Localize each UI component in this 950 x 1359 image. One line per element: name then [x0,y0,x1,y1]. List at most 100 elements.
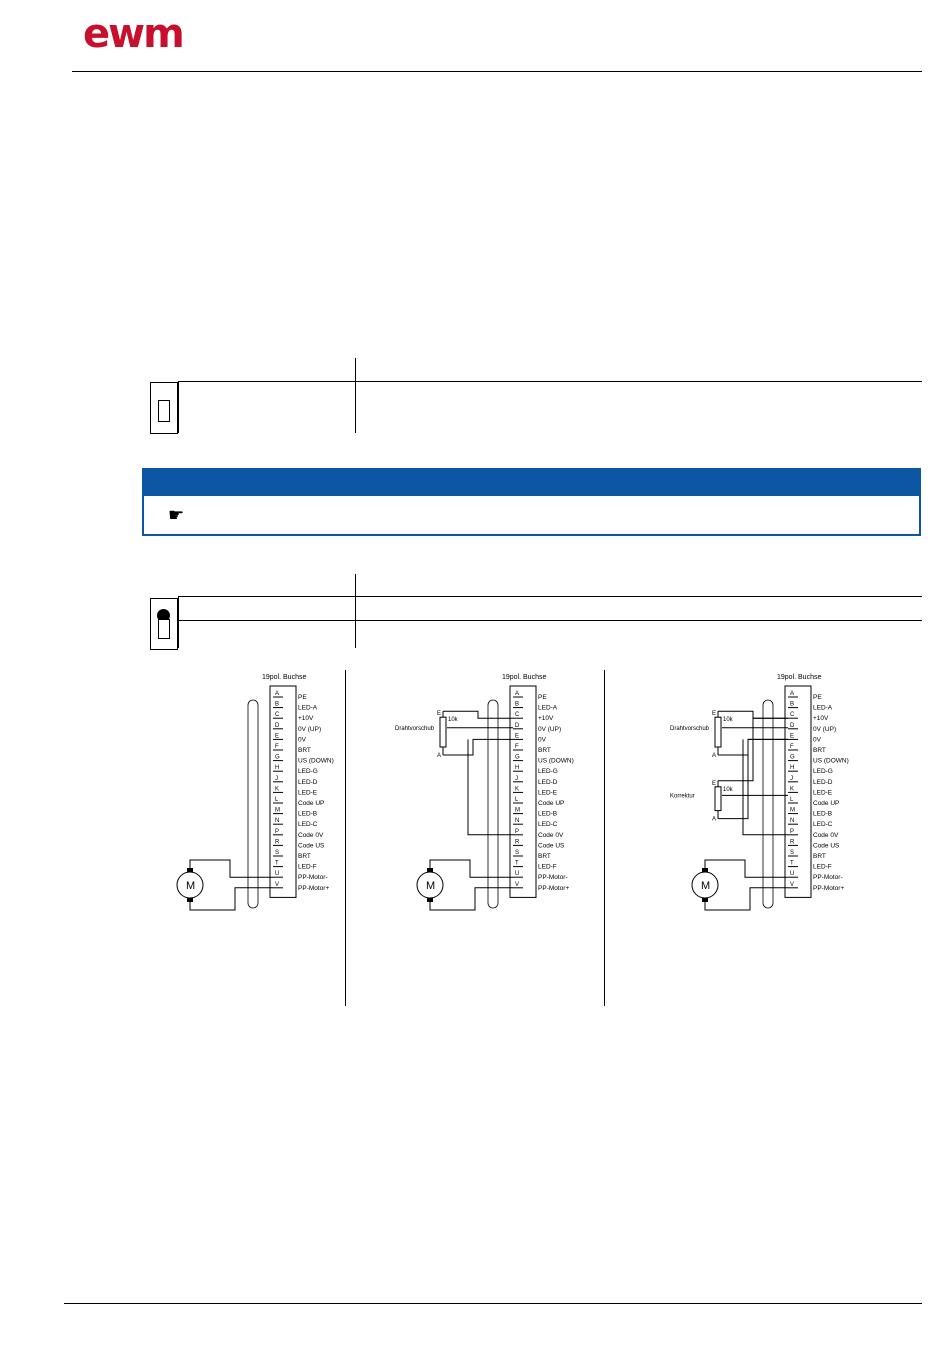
socket-outline [269,685,297,898]
signal-label: BRT [298,853,311,860]
signal-label: PE [538,694,547,701]
signal-label: PP-Motor+ [538,885,569,892]
signal-label: BRT [813,853,826,860]
pin-letter: V [515,882,519,888]
signal-label: Code 0V [298,832,324,839]
signal-label: LED-G [813,768,833,775]
pin-letter: J [515,776,518,782]
pin-letter: E [790,733,794,739]
signal-label: Code US [538,842,565,849]
signal-label: LED-B [813,811,832,818]
cable-outline [487,699,499,909]
socket-outline [509,685,537,898]
signal-label: LED-E [298,789,318,796]
pot-a-label: A [437,753,441,759]
pin-letter: V [275,882,279,888]
pot-value-label: 10k [723,787,734,793]
signal-label: PP-Motor- [813,874,843,881]
socket-title: 19pol. Buchse [262,674,306,681]
signal-label: BRT [298,747,311,754]
pin-letter: T [515,861,519,867]
switch-knob [157,609,170,622]
signal-label: LED-G [538,768,558,775]
pin-letter: K [790,786,794,792]
switch-lever [158,400,170,422]
pot-a-label: A [712,817,716,823]
signal-label: LED-F [298,864,317,871]
pin-letter: L [790,797,794,803]
signal-label: LED-C [813,821,833,828]
pin-letter: U [275,871,279,877]
pin-letter: M [790,808,795,814]
table1-left-edge [178,381,179,433]
motor-wire [704,887,788,911]
signal-label: Code 0V [538,832,564,839]
pin-letter: F [275,744,279,750]
pot-wire [718,738,788,820]
signal-label: LED-C [298,821,318,828]
pin-letter: J [790,776,793,782]
table2-rule-top [178,596,922,597]
signal-label: LED-D [298,779,318,786]
pot-wire [718,717,788,782]
diagram-separator-1 [345,670,346,1006]
motor-terminal [702,898,708,902]
signal-label: BRT [813,747,826,754]
signal-label: BRT [538,853,551,860]
pin-letter: H [275,765,279,771]
motor-terminal [427,868,433,872]
pot-e-label: E [712,711,716,717]
signal-label: LED-E [538,789,558,796]
table1-rule [178,381,922,382]
signal-label: LED-C [538,821,558,828]
motor-wire [704,859,788,878]
pin-letter: D [275,723,280,729]
pin-letter: K [275,786,279,792]
pot-e-label: E [712,781,716,787]
signal-label: US (DOWN) [813,758,849,765]
pot-wire [443,710,513,719]
signal-label: PP-Motor+ [813,885,844,892]
signal-label: PP-Motor- [538,874,568,881]
pin-letter: H [790,765,794,771]
table1-divider [355,358,356,433]
signal-label: LED-D [538,779,558,786]
pin-letter: K [515,786,519,792]
header-rule [72,71,922,72]
cable-outline [247,699,259,909]
motor-label: M [701,880,710,892]
motor-wire [429,859,513,878]
pin-letter: D [790,723,795,729]
pin-letter: N [275,818,279,824]
signal-label: Code UP [298,800,324,807]
signal-label: LED-A [813,705,833,712]
signal-label: 0V [298,736,307,743]
note-body: ☛ [142,496,921,536]
signal-label: US (DOWN) [298,758,334,765]
pin-letter: A [515,691,519,697]
signal-label: PE [813,694,822,701]
signal-label: +10V [538,715,554,722]
pin-letter: G [515,755,520,761]
socket-title: 19pol. Buchse [502,674,546,681]
signal-label: Code US [298,842,325,849]
pin-letter: R [515,839,520,845]
motor-label: M [426,880,435,892]
motor-wire [429,887,513,911]
pin-letter: G [275,755,280,761]
pin-letter: E [275,733,279,739]
pin-letter: P [275,829,279,835]
motor-wire [189,859,273,878]
code-link-wire [467,739,513,836]
signal-label: PP-Motor- [298,874,328,881]
signal-label: LED-E [813,789,833,796]
motor-label: M [186,880,195,892]
pin-letter: D [515,723,520,729]
pin-letter: B [790,702,794,708]
code-link-wire [742,739,788,836]
signal-label: LED-F [538,864,557,871]
pin-letter: R [275,839,280,845]
